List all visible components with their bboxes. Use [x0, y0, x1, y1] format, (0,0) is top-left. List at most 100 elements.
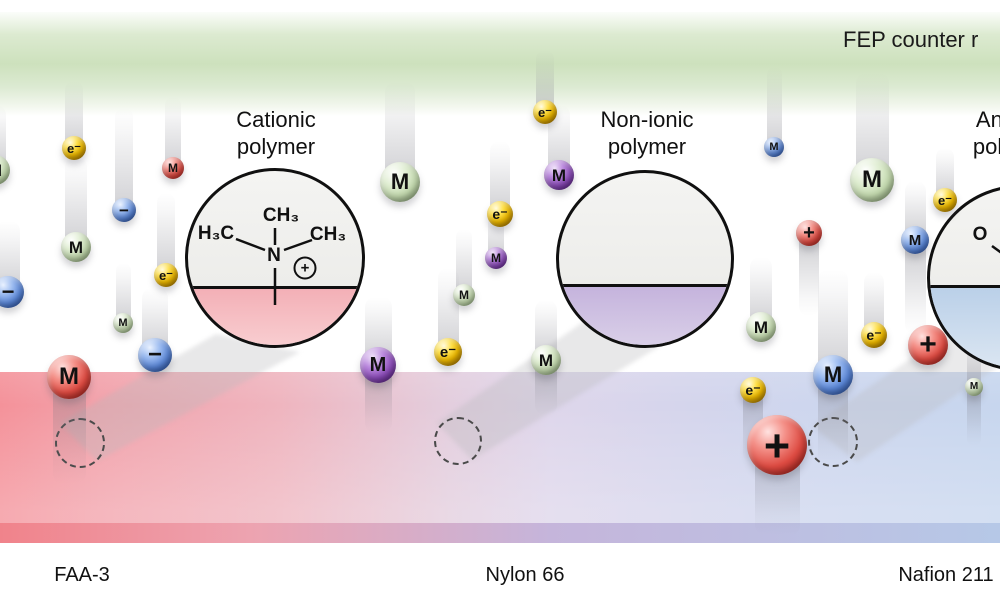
sphere-label: M	[168, 161, 178, 175]
metal-ion-sphere: M	[813, 355, 853, 395]
sphere-label: M	[0, 162, 2, 179]
anion-sphere: −	[138, 338, 172, 372]
nonionic-polymer-title: Non-ionic polymer	[601, 106, 694, 160]
metal-ion-sphere: M	[746, 312, 776, 342]
sphere-label: e⁻	[66, 140, 82, 156]
sphere-label: M	[68, 237, 84, 257]
nonionic-title-line2: polymer	[607, 134, 687, 159]
sphere-label: M	[390, 169, 410, 194]
nonionic-polymer-circle	[556, 170, 734, 348]
motion-trail	[64, 157, 88, 241]
cationic-bond-lines	[235, 228, 313, 305]
h3c-left-label: H₃C	[197, 223, 235, 244]
motion-trail	[0, 221, 20, 286]
sphere-label: +	[763, 419, 791, 471]
electron-sphere: e⁻	[740, 377, 766, 403]
metal-ion-sphere: M	[485, 247, 507, 269]
motion-trail	[115, 263, 131, 319]
sphere-label: M	[753, 317, 769, 337]
metal-ion-sphere: M	[544, 160, 574, 190]
metal-ion-sphere: M	[764, 137, 784, 157]
metal-ion-sphere: M	[113, 313, 133, 333]
anionic-title-line1: Anionic	[975, 107, 1000, 132]
cation-sphere: +	[908, 325, 948, 365]
electron-sphere: e⁻	[487, 201, 513, 227]
anionic-polymer-title: Anionic polymer	[973, 106, 1000, 160]
nitrogen-label: N	[267, 245, 281, 266]
metal-ion-sphere: M	[380, 162, 420, 202]
motion-trail	[818, 270, 848, 367]
electron-sphere: e⁻	[933, 188, 957, 212]
oxygen-label: O	[972, 224, 988, 245]
sphere-label: e⁻	[492, 206, 508, 222]
sphere-label: e⁻	[937, 192, 953, 208]
motion-trail	[490, 141, 510, 209]
motion-trail	[799, 233, 819, 316]
motion-trail	[547, 105, 571, 169]
electron-sphere: e⁻	[62, 136, 86, 160]
metal-ion-sphere: M	[531, 345, 561, 375]
magnifier-wedge-nonionic	[437, 320, 660, 460]
cationic-polymer-title: Cationic polymer	[236, 106, 315, 160]
motion-trail	[855, 73, 889, 172]
fep-counter-label: FEP counter r	[843, 27, 979, 52]
electron-sphere: e⁻	[434, 338, 462, 366]
sphere-label: M	[769, 140, 779, 153]
metal-ion-sphere: M	[965, 378, 983, 396]
motion-trail	[864, 272, 884, 330]
motion-trail	[904, 240, 926, 334]
motion-trail	[164, 97, 182, 164]
sphere-label: M	[862, 166, 882, 193]
anion-sphere: −	[112, 198, 136, 222]
sphere-label: e⁻	[866, 327, 882, 343]
membrane-accent-strip	[0, 523, 1000, 543]
fep-counter-band	[0, 12, 1000, 116]
motion-trail	[904, 181, 926, 235]
sphere-label: −	[1, 279, 15, 304]
sphere-label: M	[459, 288, 469, 302]
sphere-label: M	[551, 165, 567, 185]
motion-trail	[437, 268, 459, 347]
sphere-label: e⁻	[745, 382, 761, 398]
electron-sphere: e⁻	[861, 322, 887, 348]
cation-sphere: +	[747, 415, 807, 475]
anionic-title-line2: polymer	[972, 134, 1000, 159]
metal-ion-sphere: M	[61, 232, 91, 262]
cationic-polymer-circle: CH₃ H₃C CH₃ N +	[185, 168, 365, 348]
sphere-label: +	[919, 328, 937, 361]
anionic-bond-lines	[991, 244, 1000, 254]
positive-charge-symbol: +	[293, 256, 317, 280]
metal-ion-sphere: M	[47, 355, 91, 399]
sphere-label: M	[369, 354, 387, 376]
sphere-label: +	[803, 222, 815, 244]
cation-sphere: +	[796, 220, 822, 246]
membrane-name-nafion211: Nafion 211	[898, 564, 994, 586]
motion-trail	[534, 300, 558, 354]
sphere-label: −	[119, 200, 129, 220]
motion-trail	[967, 387, 981, 446]
vacancy-dashed-circle	[55, 418, 105, 468]
metal-ion-sphere: M	[360, 347, 396, 383]
anionic-surface-line	[930, 285, 1000, 289]
sphere-label: M	[118, 316, 128, 329]
metal-ion-sphere: M	[901, 226, 929, 254]
sphere-label: e⁻	[158, 267, 174, 283]
motion-trail	[385, 82, 415, 174]
metal-ion-sphere: M	[453, 284, 475, 306]
nonionic-title-line1: Non-ionic	[600, 107, 694, 132]
sphere-label: M	[491, 251, 501, 265]
motion-trail	[157, 193, 175, 271]
ch3-right-label: CH₃	[309, 224, 347, 245]
magnifier-wedge-cationic	[60, 334, 300, 461]
sphere-label: M	[59, 363, 79, 390]
sphere-label: M	[823, 362, 843, 387]
electron-sphere: e⁻	[533, 100, 557, 124]
metal-ion-sphere: M	[162, 157, 184, 179]
metal-ion-sphere: M	[0, 155, 10, 185]
membrane-name-faa3: FAA-3	[54, 564, 110, 586]
nonionic-fill	[559, 283, 731, 345]
motion-trail	[0, 105, 7, 164]
sphere-label: −	[147, 341, 162, 368]
metal-ion-sphere: M	[850, 158, 894, 202]
